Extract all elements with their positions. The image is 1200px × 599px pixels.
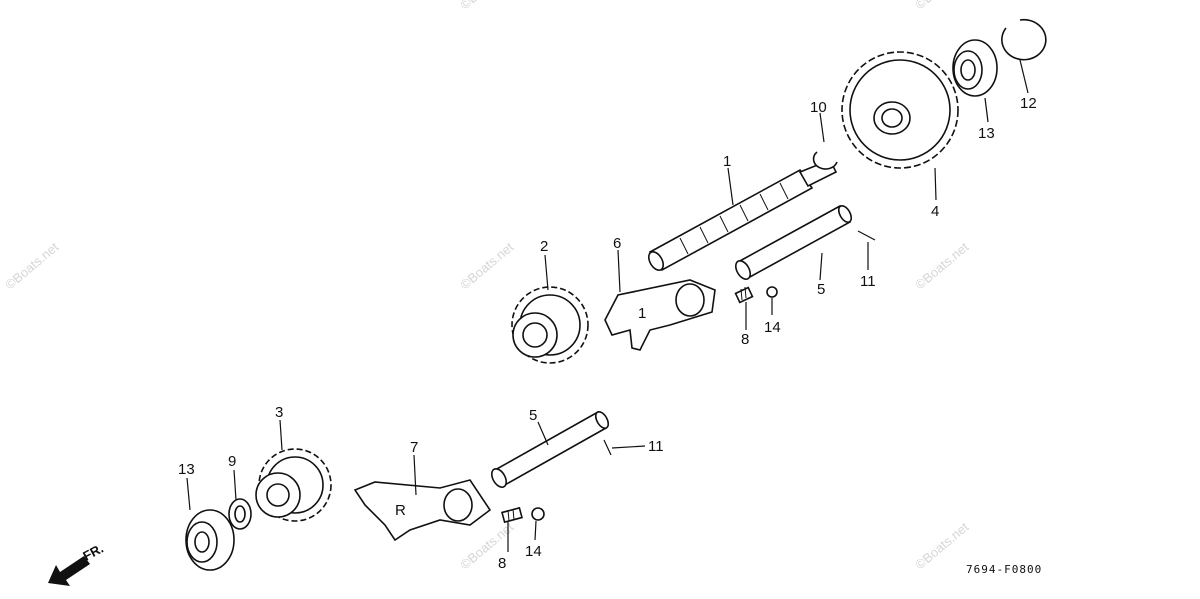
callout-14-lower: 14	[525, 543, 542, 560]
part-2-gear	[511, 286, 589, 364]
callout-11-lower: 11	[648, 438, 664, 455]
watermark: ©Boats.net	[912, 239, 971, 292]
callout-9: 9	[228, 453, 236, 470]
callout-4: 4	[931, 203, 939, 220]
part-5-fork-shaft-upper	[734, 204, 853, 280]
callout-13-upper: 13	[978, 125, 995, 142]
part-13-bearing-upper	[952, 39, 998, 97]
callouts: 1 2 3 4 5 5 6 7 8 8 9 10 11 11 12 13 13 …	[178, 95, 1037, 572]
part-11-pin-upper	[857, 230, 876, 241]
leader-lines	[186, 59, 1029, 552]
watermark: ©Boats.net	[457, 239, 516, 292]
arrow-down-left-icon	[48, 556, 90, 586]
part-13-bearing-lower	[185, 509, 235, 571]
diagram-code: 7694-F0800	[966, 563, 1042, 576]
callout-14-upper: 14	[764, 319, 781, 336]
callout-5-upper: 5	[817, 281, 825, 298]
part-12-circlip	[1001, 18, 1047, 61]
part-9-washer	[228, 498, 252, 530]
part-14-ball-lower	[531, 507, 545, 521]
part-3-gear	[255, 448, 332, 522]
callout-1: 1	[723, 153, 731, 170]
callout-7: 7	[410, 439, 418, 456]
callout-6: 6	[613, 235, 621, 252]
watermark: ©Boats.net	[457, 0, 516, 12]
part-5-fork-shaft-lower	[490, 410, 610, 488]
watermarks: ©Boats.net ©Boats.net ©Boats.net ©Boats.…	[2, 0, 971, 572]
callout-5-lower: 5	[529, 407, 537, 424]
callout-12: 12	[1020, 95, 1037, 112]
watermark: ©Boats.net	[912, 519, 971, 572]
watermark: ©Boats.net	[2, 239, 61, 292]
callout-2: 2	[540, 238, 548, 255]
callout-3: 3	[275, 404, 283, 421]
part-6-shift-fork: 1	[604, 279, 716, 351]
callout-13-lower: 13	[178, 461, 195, 478]
part-7-shift-fork: R	[353, 479, 492, 542]
part-14-ball-upper	[766, 286, 778, 298]
callout-8-upper: 8	[741, 331, 749, 348]
callout-11-upper: 11	[860, 273, 876, 290]
part-4-large-gear	[841, 51, 959, 169]
fork-6-mark: 1	[638, 305, 646, 322]
callout-10: 10	[810, 99, 827, 116]
watermark: ©Boats.net	[912, 0, 971, 12]
callout-8-lower: 8	[498, 555, 506, 572]
part-11-pin-lower	[603, 439, 612, 456]
part-8-spring-upper	[734, 286, 754, 304]
part-10-snap-ring	[812, 151, 838, 170]
front-arrow: FR.	[48, 541, 106, 586]
part-8-spring-lower	[501, 506, 523, 524]
part-1-shaft	[647, 158, 838, 272]
fork-7-mark: R	[395, 502, 406, 519]
